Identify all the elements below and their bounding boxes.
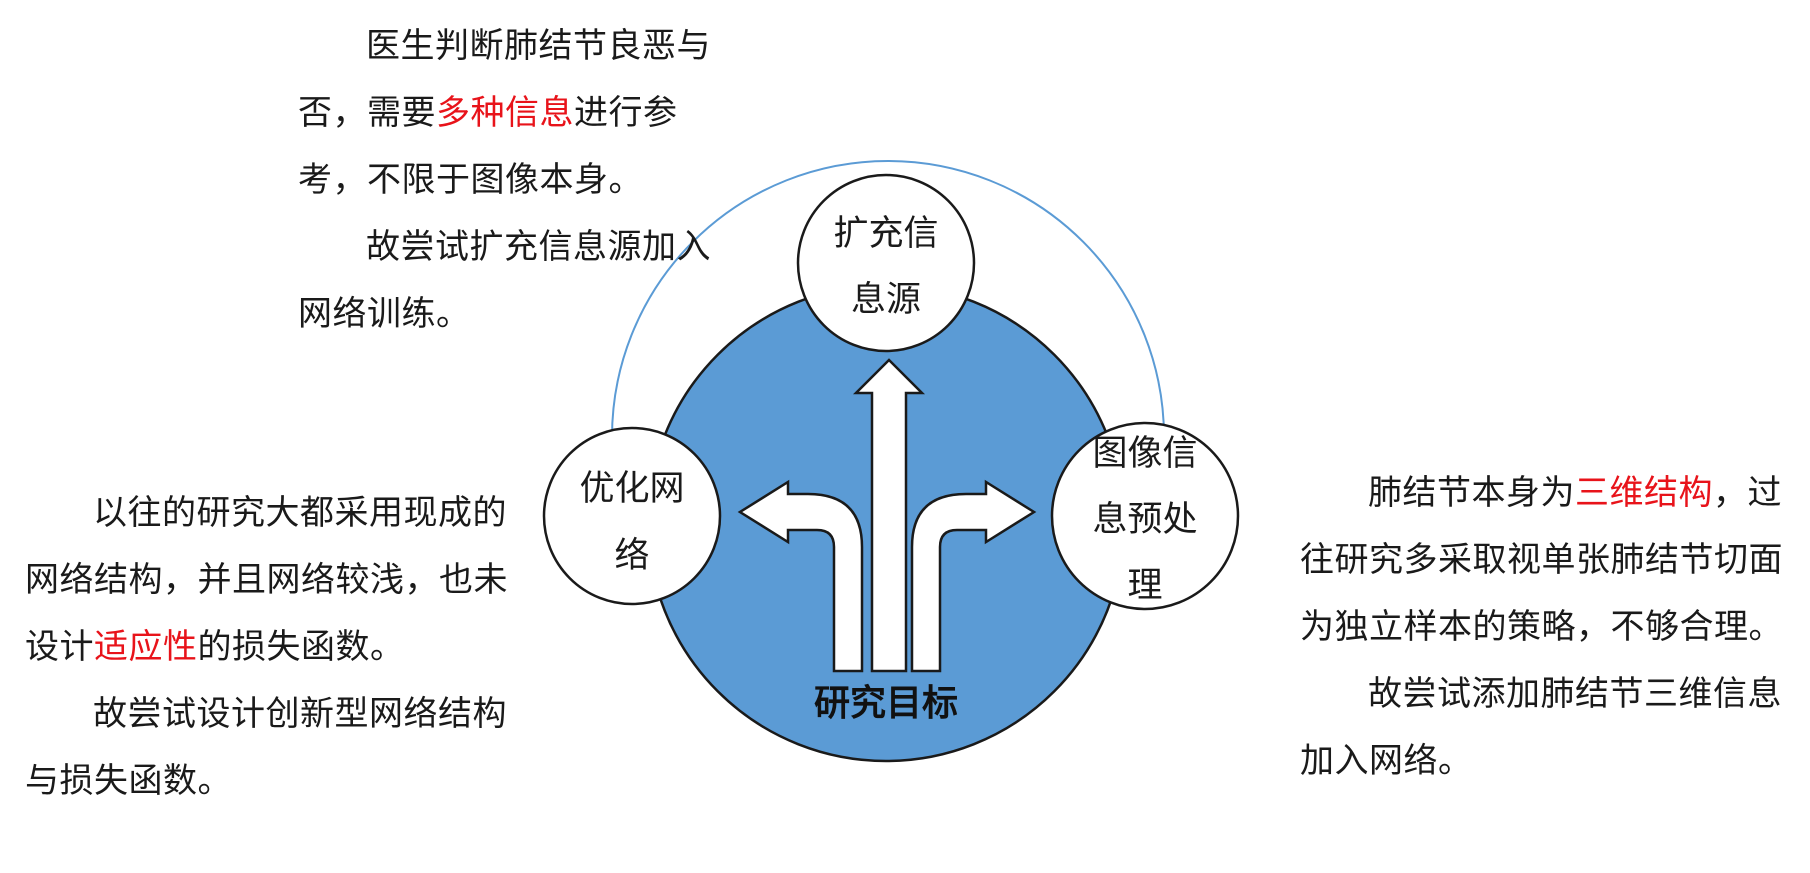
top-p1-before: 医生判断肺结节良恶与否，需要 [298, 26, 711, 133]
top-paragraph-1: 医生判断肺结节良恶与否，需要多种信息进行参考，不限于图像本身。 [298, 13, 718, 214]
top-p1-highlight: 多种信息 [436, 93, 574, 133]
right-p1-highlight: 三维结构 [1575, 473, 1713, 513]
node-right-line3: 理 [1127, 566, 1162, 606]
node-top-line1: 扩充信 [833, 214, 938, 254]
left-paragraph-2: 故尝试设计创新型网络结构与损失函数。 [25, 694, 507, 801]
left-p1-after: 的损失函数。 [197, 627, 405, 667]
top-p1-after: 进行参考，不限于图像本身。 [298, 93, 678, 200]
right-paragraph-1: 肺结节本身为三维结构，过往研究多采取视单张肺结节切面为独立样本的策略，不够合理。 [1300, 460, 1800, 661]
right-arrow [910, 479, 1037, 673]
right-paragraph-2: 故尝试添加肺结节三维信息加入网络。 [1300, 674, 1782, 781]
node-left-line2: 络 [614, 536, 649, 576]
node-left-line1: 优化网 [579, 469, 684, 509]
node-right-line1: 图像信 [1092, 434, 1197, 474]
left-p1-highlight: 适应性 [94, 627, 198, 667]
left-p1-before: 以往的研究大都采用现成的网络结构，并且网络较浅，也未设计 [25, 493, 508, 667]
left-paragraph-1: 以往的研究大都采用现成的网络结构，并且网络较浅，也未设计适应性的损失函数。 [25, 480, 515, 681]
up-arrow [852, 358, 926, 673]
right-p1-after: ，过往研究多采取视单张肺结节切面为独立样本的策略，不够合理。 [1300, 473, 1783, 647]
node-right-line2: 息预处 [1092, 500, 1197, 540]
top-paragraph-2: 故尝试扩充信息源加入网络训练。 [298, 227, 711, 334]
left-text-block: 以往的研究大都采用现成的网络结构，并且网络较浅，也未设计适应性的损失函数。 故尝… [25, 480, 515, 815]
center-label: 研究目标 [814, 683, 958, 724]
right-text-block: 肺结节本身为三维结构，过往研究多采取视单张肺结节切面为独立样本的策略，不够合理。… [1300, 460, 1800, 795]
left-arrow [737, 479, 864, 673]
arrows-icon [737, 358, 1037, 673]
outer-arc [611, 160, 1165, 438]
node-top: 扩充信 息源 [796, 173, 976, 353]
node-top-line2: 息源 [851, 280, 921, 320]
top-text-block: 医生判断肺结节良恶与否，需要多种信息进行参考，不限于图像本身。 故尝试扩充信息源… [298, 13, 718, 348]
node-right: 图像信 息预处 理 [1050, 421, 1240, 611]
right-p1-before: 肺结节本身为 [1368, 473, 1575, 513]
node-left: 优化网 络 [542, 426, 722, 606]
